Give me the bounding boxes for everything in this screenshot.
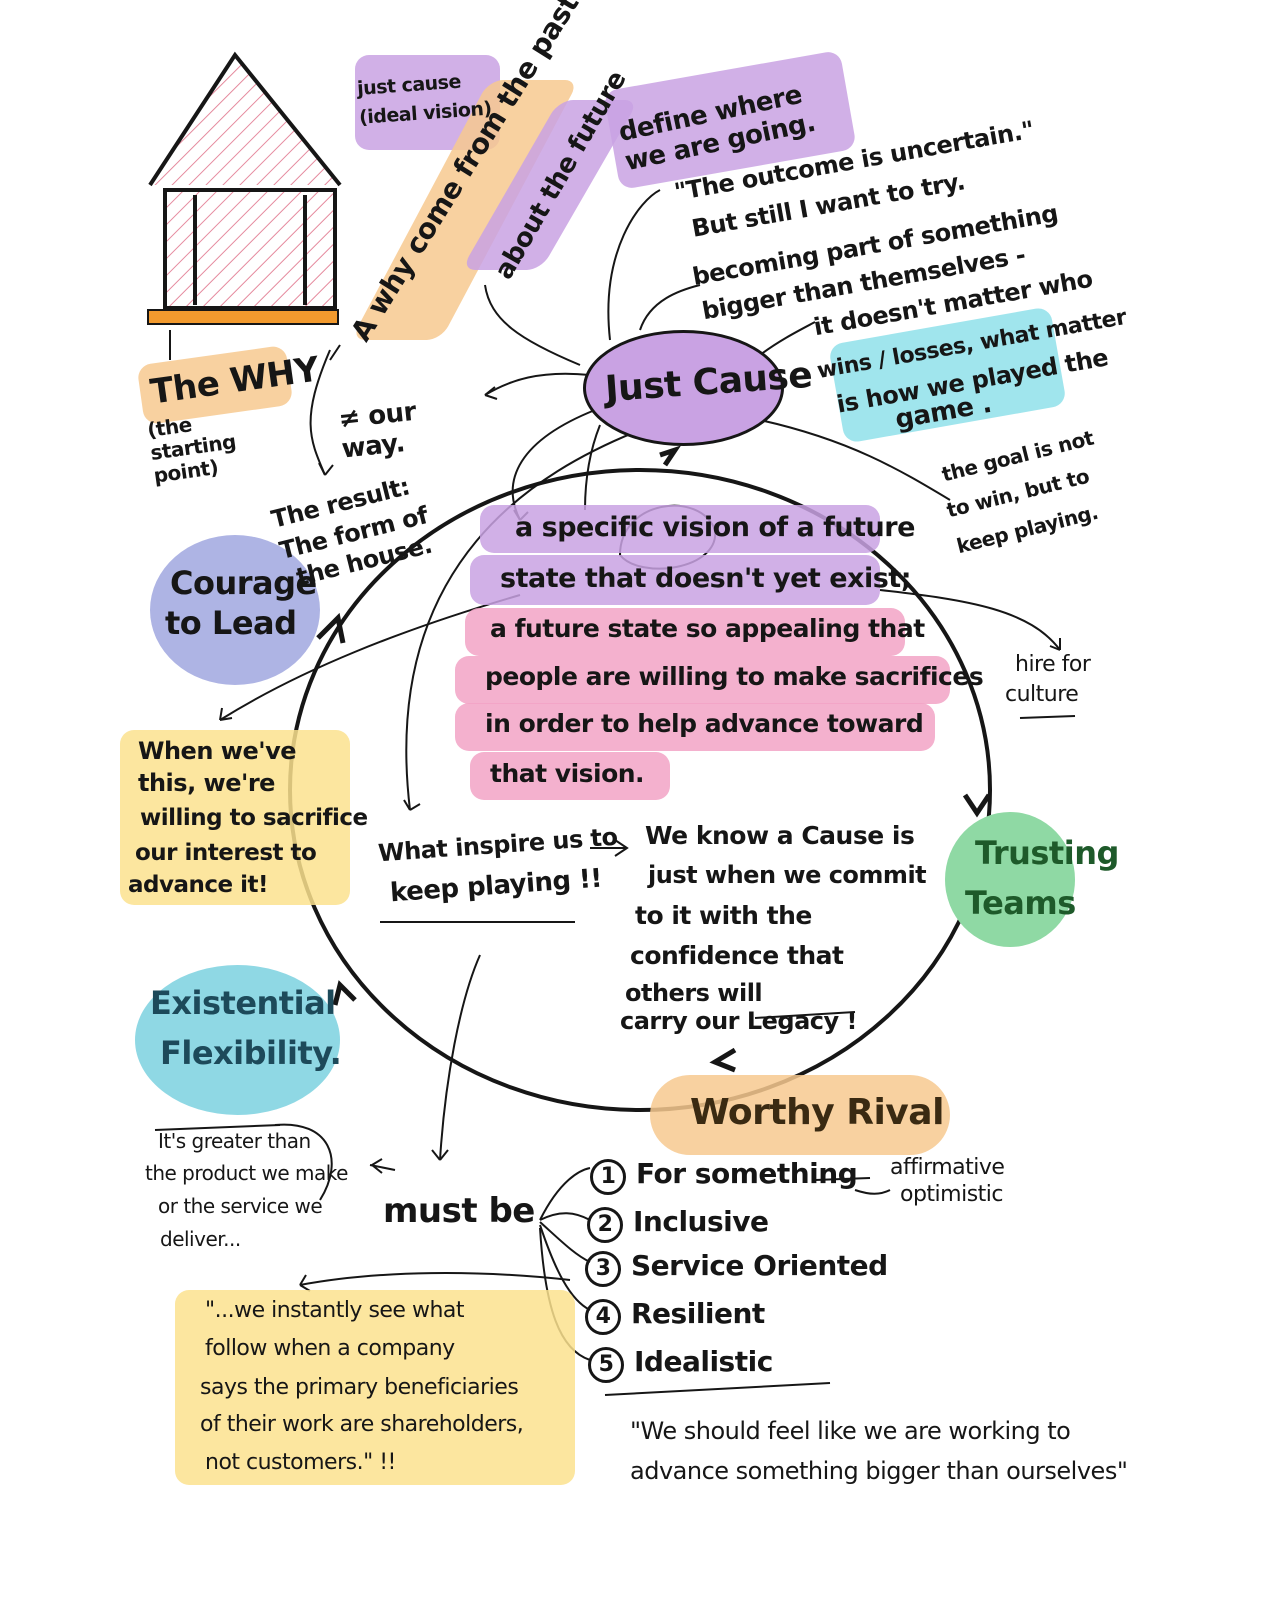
just-cause-bubble bbox=[583, 330, 784, 446]
courage-line-1: Courage bbox=[170, 564, 317, 602]
number-badge: 4 bbox=[585, 1299, 621, 1335]
number-badge: 5 bbox=[588, 1347, 624, 1383]
courage-blob bbox=[150, 535, 320, 685]
company-quote-line-1: "...we instantly see what bbox=[205, 1298, 465, 1323]
cycle-arrow-bottom-icon bbox=[709, 1047, 737, 1073]
number-badge: 3 bbox=[585, 1251, 621, 1287]
list-item: 5 Idealistic bbox=[588, 1345, 773, 1383]
vision-line-5: in order to help advance toward bbox=[485, 709, 924, 738]
cycle-arrow-top-icon bbox=[659, 445, 682, 467]
know-line-5: others will bbox=[625, 979, 763, 1007]
vision-line-6: that vision. bbox=[490, 759, 645, 788]
know-line-4: confidence that bbox=[630, 941, 844, 970]
company-quote-line-3: says the primary beneficiaries bbox=[200, 1375, 519, 1400]
greater-line-1: It's greater than bbox=[158, 1129, 311, 1153]
list-item-label: Resilient bbox=[631, 1297, 765, 1330]
trusting-blob bbox=[945, 812, 1075, 947]
highlight-vision-4 bbox=[455, 656, 950, 704]
affirmative-line-1: affirmative bbox=[890, 1155, 1005, 1180]
list-item-label: Service Oriented bbox=[631, 1249, 888, 1282]
greater-line-2: the product we make bbox=[145, 1161, 348, 1185]
existential-line-1: Existential bbox=[150, 984, 336, 1022]
trusting-line-2: Teams bbox=[965, 884, 1076, 922]
sacrifice-line-5: advance it! bbox=[128, 872, 268, 898]
sacrifice-line-3: willing to sacrifice bbox=[140, 805, 368, 831]
number-badge: 2 bbox=[587, 1207, 623, 1243]
bigger-quote-line-1: "We should feel like we are working to bbox=[630, 1417, 1071, 1445]
hire-line-2: culture bbox=[1005, 682, 1079, 707]
vision-line-3: a future state so appealing that bbox=[490, 614, 925, 643]
company-quote-line-4: of their work are shareholders, bbox=[200, 1412, 524, 1437]
hire-line-1: hire for bbox=[1015, 652, 1091, 677]
list-item-label: Inclusive bbox=[633, 1205, 769, 1238]
highlight-vision-6 bbox=[470, 752, 670, 800]
list-item: 3 Service Oriented bbox=[585, 1249, 888, 1287]
highlight-vision-5 bbox=[455, 703, 935, 751]
cycle-arrow-right-icon bbox=[962, 793, 992, 818]
sacrifice-line-2: this, we're bbox=[138, 769, 275, 797]
know-line-2: just when we commit bbox=[648, 861, 927, 889]
house-drawing bbox=[147, 51, 342, 325]
highlight-sacrifice bbox=[120, 730, 350, 905]
list-item-label: For something bbox=[636, 1157, 858, 1190]
list-item-label: Idealistic bbox=[634, 1345, 773, 1378]
list-item: 1 For something bbox=[590, 1157, 858, 1195]
existential-blob bbox=[135, 965, 340, 1115]
know-line-6: carry our Legacy ! bbox=[620, 1007, 857, 1035]
number-badge: 1 bbox=[590, 1159, 626, 1195]
trusting-line-1: Trusting bbox=[975, 834, 1119, 872]
cycle-arrow-left-icon bbox=[332, 980, 357, 1006]
greater-line-4: deliver... bbox=[160, 1227, 241, 1251]
courage-line-2: to Lead bbox=[165, 604, 297, 642]
vision-line-4: people are willing to make sacrifices bbox=[485, 662, 984, 691]
highlight-quote-company bbox=[175, 1290, 575, 1485]
know-line-1: We know a Cause is bbox=[645, 821, 915, 850]
bigger-quote-line-2: advance something bigger than ourselves" bbox=[630, 1457, 1128, 1485]
greater-line-3: or the service we bbox=[158, 1194, 323, 1218]
highlight-vision-1 bbox=[480, 505, 880, 553]
must-be-label: must be bbox=[383, 1191, 535, 1231]
know-line-3: to it with the bbox=[635, 901, 812, 930]
vision-line-1: a specific vision of a future bbox=[515, 512, 915, 543]
not-our-way-label: ≠ our way. bbox=[337, 396, 418, 465]
worthy-rival-label: Worthy Rival bbox=[690, 1092, 944, 1133]
list-item: 4 Resilient bbox=[585, 1297, 765, 1335]
highlight-vision-3 bbox=[465, 608, 905, 656]
sacrifice-line-1: When we've bbox=[138, 737, 297, 765]
vision-line-2: state that doesn't yet exist; bbox=[500, 563, 912, 594]
affirmative-line-2: optimistic bbox=[900, 1182, 1004, 1207]
highlight-vision-2 bbox=[470, 555, 880, 605]
company-quote-line-2: follow when a company bbox=[205, 1336, 455, 1361]
existential-line-2: Flexibility. bbox=[160, 1034, 342, 1072]
company-quote-line-5: not customers." !! bbox=[205, 1450, 396, 1475]
list-item: 2 Inclusive bbox=[587, 1205, 769, 1243]
highlight-worthy-rival bbox=[650, 1075, 950, 1155]
sacrifice-line-4: our interest to bbox=[135, 840, 317, 866]
cycle-arrow-upper-left-icon bbox=[316, 612, 346, 644]
